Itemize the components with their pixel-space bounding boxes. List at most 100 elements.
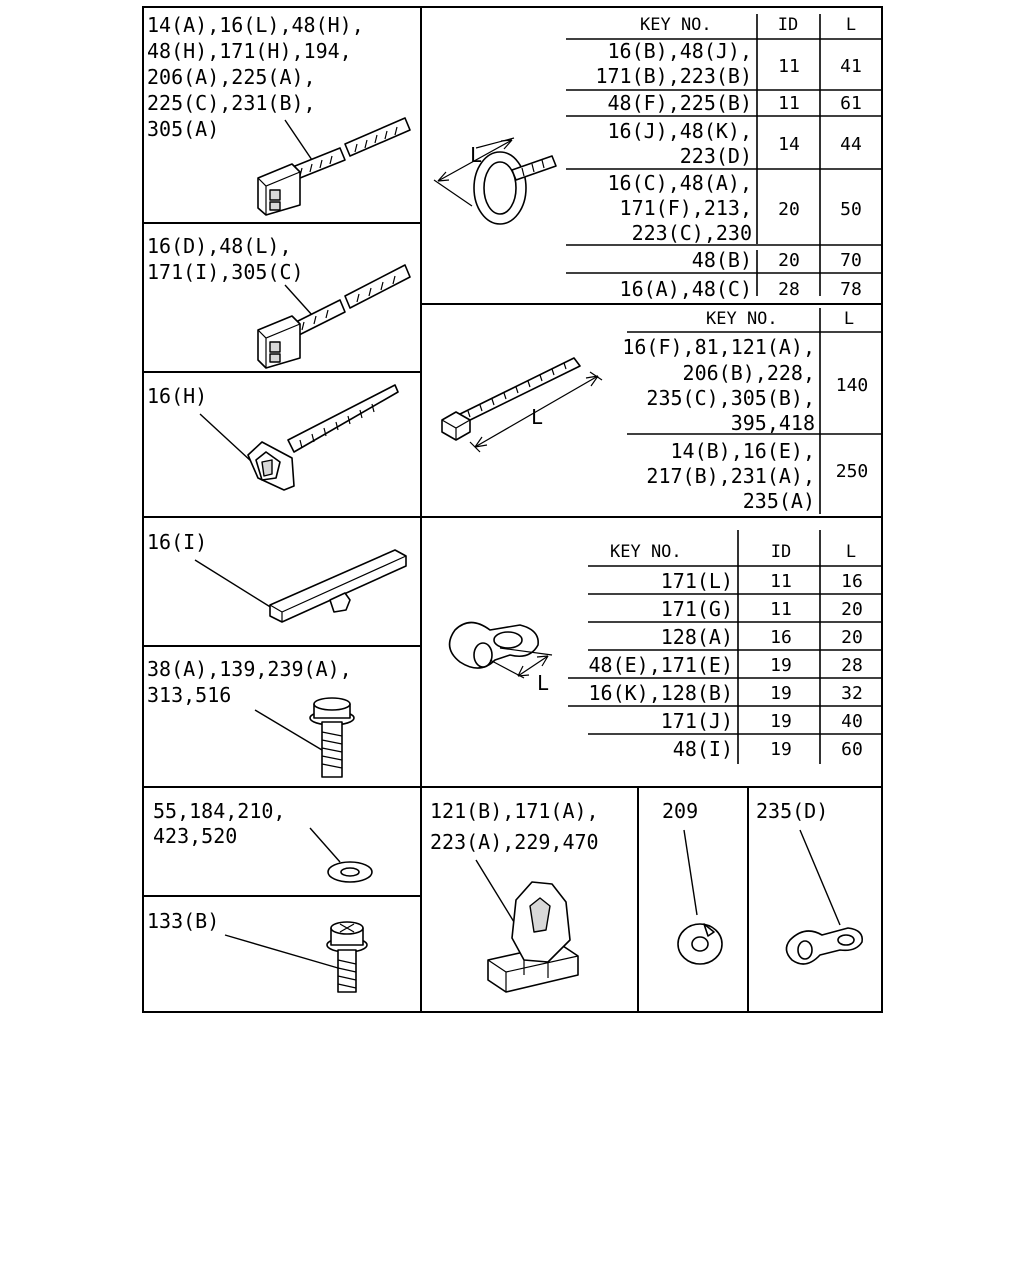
panel-flat-strip-clip: 16(I) bbox=[147, 530, 407, 623]
panel-tie-push-mount: 16(H) bbox=[147, 384, 399, 491]
table-row: 16(C),48(A),171(F),213,223(C),230 20 50 bbox=[608, 171, 862, 245]
dimension-label: L bbox=[537, 671, 549, 695]
part-label: 55,184,210, bbox=[153, 799, 285, 823]
part-label: 423,520 bbox=[153, 824, 237, 848]
table-cell: 395,418 bbox=[731, 411, 815, 435]
table-cell: 16(A),48(C) bbox=[620, 277, 752, 301]
table-cell: 14 bbox=[778, 134, 800, 155]
cable-tie-icon bbox=[257, 264, 411, 369]
table-cell: 16 bbox=[841, 571, 863, 592]
table-cell: 16 bbox=[770, 627, 792, 648]
table-cell: 48(I) bbox=[673, 737, 733, 761]
table-cell: 235(C),305(B), bbox=[646, 386, 815, 410]
table-header-key: KEY NO. bbox=[706, 309, 778, 329]
panel-p-clamp: 235(D) bbox=[756, 799, 864, 965]
table-cell: 11 bbox=[770, 571, 792, 592]
table-row: 14(B),16(E),217(B),231(A),235(A)250 bbox=[646, 439, 868, 513]
part-label: 223(A),229,470 bbox=[430, 830, 599, 854]
part-label: 305(A) bbox=[147, 117, 219, 141]
part-label: 121(B),171(A), bbox=[430, 799, 599, 823]
part-label: 133(B) bbox=[147, 909, 219, 933]
band-clamp-icon: L bbox=[433, 137, 557, 225]
leader-line bbox=[284, 119, 313, 161]
table-cell: 19 bbox=[770, 683, 792, 704]
table-cell: 171(F),213, bbox=[620, 196, 752, 220]
leader-line bbox=[683, 829, 698, 916]
table-cell: 250 bbox=[836, 461, 869, 482]
leader-line bbox=[309, 827, 341, 863]
frame bbox=[142, 6, 883, 1013]
table-cell: 171(B),223(B) bbox=[595, 64, 752, 88]
table-cell: 19 bbox=[770, 739, 792, 760]
table-header-key: KEY NO. bbox=[610, 542, 682, 562]
table-cell: 70 bbox=[840, 250, 862, 271]
part-label: 16(H) bbox=[147, 384, 207, 408]
part-label: 16(I) bbox=[147, 530, 207, 554]
leader-line bbox=[224, 934, 339, 969]
table-header-l: L bbox=[846, 542, 856, 562]
panel-spring-washer: 209 bbox=[662, 799, 723, 965]
panel-retainer-clip: 121(B),171(A), 223(A),229,470 bbox=[430, 799, 599, 993]
table-header-key: KEY NO. bbox=[640, 15, 712, 35]
leader-line bbox=[199, 413, 253, 463]
table-cell: 20 bbox=[841, 627, 863, 648]
dimension-label: L bbox=[531, 405, 543, 429]
panel-cross-bolt: 133(B) bbox=[147, 909, 368, 993]
table-header-l: L bbox=[846, 15, 856, 35]
table-cell: 16(J),48(K), bbox=[608, 119, 753, 143]
table-body: 16(F),81,121(A),206(B),228,235(C),305(B)… bbox=[622, 335, 868, 513]
table-cell: 61 bbox=[840, 93, 862, 114]
table-cell: 16(B),48(J), bbox=[608, 39, 753, 63]
dimension-label: L bbox=[470, 143, 482, 167]
cable-tie-long-icon: L bbox=[441, 357, 603, 453]
leader-line bbox=[254, 709, 323, 751]
flange-bolt-icon bbox=[309, 697, 355, 778]
table-cell: 16(F),81,121(A), bbox=[622, 335, 815, 359]
leader-line bbox=[475, 859, 515, 923]
panel-tie-square-head-2: 16(D),48(L), 171(I),305(C) bbox=[147, 234, 411, 369]
flat-strip-clip-icon bbox=[269, 549, 407, 623]
part-label: 38(A),139,239(A), bbox=[147, 657, 352, 681]
leader-line bbox=[799, 829, 841, 926]
table-header-l: L bbox=[844, 309, 854, 329]
table-cell: 50 bbox=[840, 199, 862, 220]
table-cell: 11 bbox=[770, 599, 792, 620]
p-clamp-icon bbox=[785, 927, 864, 965]
table-cell: 235(A) bbox=[743, 489, 815, 513]
tube-clip-icon: L bbox=[448, 621, 553, 695]
panel-flange-bolt: 38(A),139,239(A), 313,516 bbox=[147, 657, 355, 778]
table-cell: 48(E),171(E) bbox=[589, 653, 734, 677]
table-cell: 44 bbox=[840, 134, 862, 155]
panel-band-clamp: L KEY NO. ID L 16(B),48(J),171(B),223(B)… bbox=[433, 14, 882, 301]
table-cell: 16(C),48(A), bbox=[608, 171, 753, 195]
table-cell: 223(C),230 bbox=[632, 221, 752, 245]
table-cell: 20 bbox=[778, 199, 800, 220]
table-cell: 217(B),231(A), bbox=[646, 464, 815, 488]
table-cell: 20 bbox=[778, 250, 800, 271]
part-label: 235(D) bbox=[756, 799, 828, 823]
panel-cable-tie: L KEY NO. L 16(F),81,121(A),206(B),228,2… bbox=[441, 308, 882, 514]
table-cell: 19 bbox=[770, 655, 792, 676]
table-cell: 60 bbox=[841, 739, 863, 760]
table-cell: 140 bbox=[836, 375, 869, 396]
table-cell: 20 bbox=[841, 599, 863, 620]
part-label: 206(A),225(A), bbox=[147, 65, 316, 89]
part-label: 48(H),171(H),194, bbox=[147, 39, 352, 63]
table-cell: 16(K),128(B) bbox=[589, 681, 734, 705]
table-row: 48(I) 19 60 bbox=[673, 737, 863, 761]
table-cell: 11 bbox=[778, 56, 800, 77]
part-label: 313,516 bbox=[147, 683, 231, 707]
table-cell: 48(B) bbox=[692, 248, 752, 272]
